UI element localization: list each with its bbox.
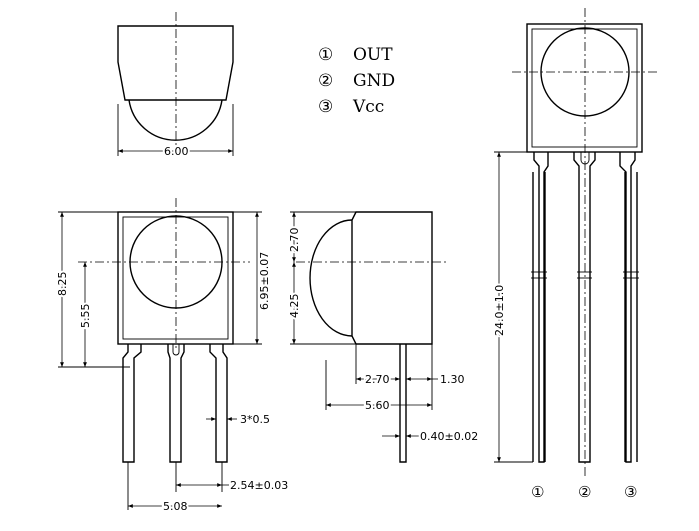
legend-label-vcc: Vcc [352,97,384,117]
legend-num-1: ① [318,45,333,65]
lead-view: 24.0±1.0 ① ② ③ [491,8,660,501]
dim-top-width: 6.00 [164,145,189,158]
pin-label-2: ② [578,483,591,501]
dim-side-depth-lens: 2.70 [365,373,390,386]
dim-front-body-height: 6.95±0.07 [258,252,271,310]
dim-lead-span: 5.08 [163,500,188,513]
legend-num-2: ② [318,71,333,91]
dim-overall-length: 24.0±1.0 [493,285,506,336]
dim-side-lens: 4.25 [288,294,301,319]
dim-lead-thickness: 0.40±0.02 [420,430,478,443]
legend-label-out: OUT [353,45,393,65]
top-view: 6.00 [117,12,234,160]
side-view: 2.70 4.25 2.70 1.30 5.60 0.40±0.02 [286,211,480,463]
dim-side-depth-total: 5.60 [365,399,390,412]
dim-lead-width: 3*0.5 [240,413,270,426]
dim-side-top: 2.70 [288,228,301,253]
dim-front-total-height: 8.25 [56,272,69,297]
dim-front-lens-height: 5.55 [79,304,92,329]
legend-label-gnd: GND [353,71,395,91]
pin-label-3: ③ [624,483,637,501]
dim-lead-pitch: 2.54±0.03 [230,479,288,492]
dim-side-depth-lead: 1.30 [440,373,465,386]
pin-legend: ① OUT ② GND ③ Vcc [318,45,395,117]
front-view: 8.25 5.55 6.95±0.07 3*0.5 2.54±0.03 5.08 [54,198,288,515]
pin-label-1: ① [531,483,544,501]
legend-num-3: ③ [318,97,333,117]
